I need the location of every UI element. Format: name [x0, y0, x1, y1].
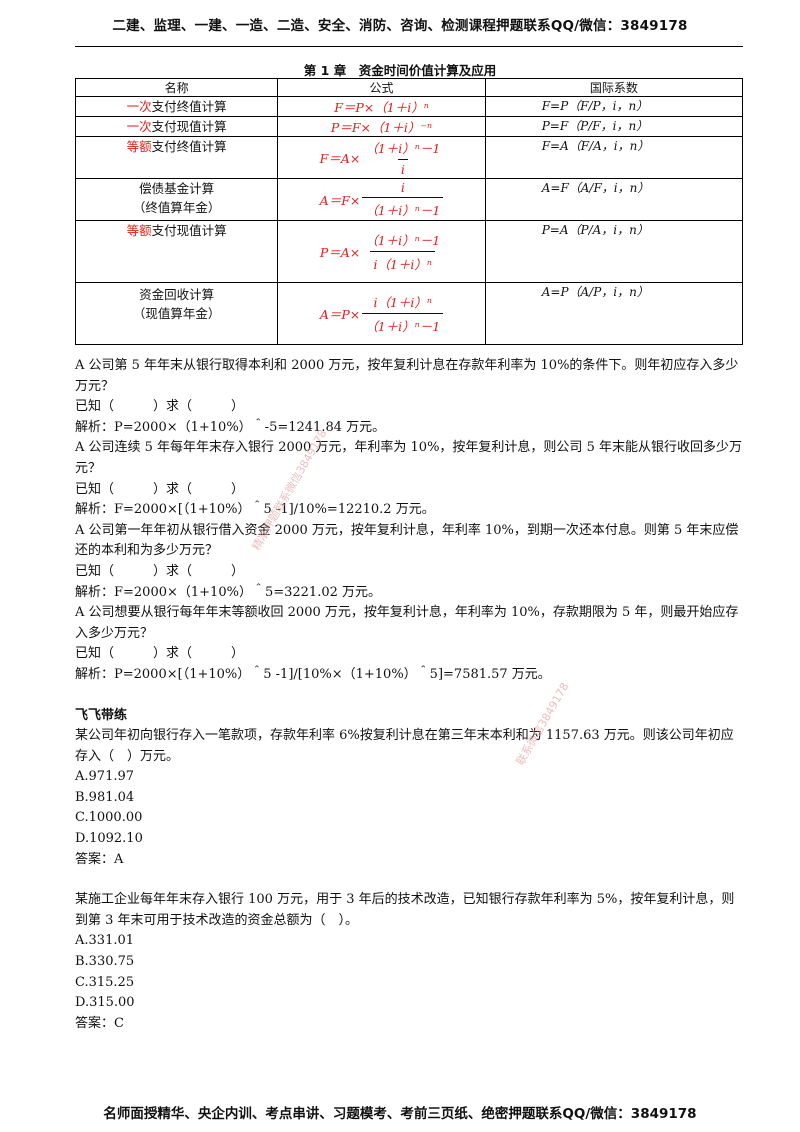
table-header-row: 名称 公式 国际系数 [74, 78, 744, 97]
formula-denominator: i（1＋i）ⁿ [370, 251, 435, 273]
table-row: 一次支付现值计算 P＝F×（1＋i）⁻ⁿ P=F（P/F，i，n） [74, 116, 744, 137]
row-intl: P=A（P/A，i，n） [484, 220, 744, 283]
answer: 答案：A [75, 851, 124, 867]
formula-numerator: i [400, 180, 405, 195]
row-intl: A=P（A/P，i，n） [484, 282, 744, 345]
row-name: 偿债基金计算 （终值算年金） [74, 178, 279, 221]
formula-denominator: i [397, 159, 408, 177]
page-footer: 名师面授精华、央企内训、考点串讲、习题模考、考前三页纸、绝密押题联系QQ/微信：… [103, 1106, 697, 1122]
formula-lhs: F＝A× [319, 151, 361, 166]
option: B.330.75 [75, 954, 135, 970]
problem-question: A 公司第 5 年年末从银行取得本利和 2000 万元，按年复利计息在存款年利率… [75, 358, 739, 394]
name-subtext: （终值算年金） [132, 200, 221, 215]
col-header-formula: 公式 [277, 78, 486, 97]
problem-question: A 公司连续 5 年每年年末存入银行 2000 万元，年利率为 10%，按年复利… [75, 440, 742, 476]
table-row: 资金回收计算 （现值算年金） A＝P× i（1＋i）ⁿ （1＋i）ⁿ－1 A=P（A… [74, 282, 744, 345]
problem: A 公司第一年年初从银行借入资金 2000 万元，按年复利计息，年利率 10%，… [75, 521, 745, 603]
problem-known: 已知（ ）求（ ） [75, 646, 245, 662]
problem-solution: 解析：P=2000×[（1+10%）＾5 -1]/[10%×（1+10%）＾5]… [75, 666, 551, 682]
fraction-formula: A＝P× i（1＋i）ⁿ （1＋i）ⁿ－1 [319, 292, 444, 335]
content-body: A 公司第 5 年年末从银行取得本利和 2000 万元，按年复利计息在存款年利率… [75, 356, 745, 1034]
name-highlight: 一次 [126, 99, 152, 114]
row-intl: A=F（A/F，i，n） [484, 178, 744, 221]
row-formula: P＝A× （1＋i）ⁿ－1 i（1＋i）ⁿ [277, 220, 486, 283]
name-highlight: 等额 [126, 139, 152, 154]
formula-lhs: A＝F× [319, 193, 361, 208]
name-highlight: 等额 [126, 223, 152, 238]
practice-question: 某施工企业每年年末存入银行 100 万元，用于 3 年后的技术改造，已知银行存款… [75, 892, 735, 928]
option: A.971.97 [75, 769, 135, 785]
option: C.1000.00 [75, 810, 143, 826]
option: A.331.01 [75, 933, 135, 949]
row-formula: A＝P× i（1＋i）ⁿ （1＋i）ⁿ－1 [277, 282, 486, 345]
practice-item: 某公司年初向银行存入一笔款项，存款年利率 6%按复利计息在第三年末本利和为 11… [75, 726, 745, 870]
row-intl: P=F（P/F，i，n） [484, 116, 744, 137]
problem-question: A 公司第一年年初从银行借入资金 2000 万元，按年复利计息，年利率 10%，… [75, 522, 739, 559]
problem-known: 已知（ ）求（ ） [75, 399, 245, 415]
formula-denominator: （1＋i）ⁿ－1 [362, 313, 444, 335]
problem-known: 已知（ ）求（ ） [75, 563, 245, 579]
problem: A 公司想要从银行每年年末等额收回 2000 万元，按年复利计息，年利率为 10… [75, 603, 745, 685]
page-header: 二建、监理、一建、一造、二造、安全、消防、咨询、检测课程押题联系QQ/微信：38… [112, 18, 688, 34]
name-subtext: （现值算年金） [132, 306, 221, 321]
option: B.981.04 [75, 789, 135, 805]
problem-solution: 解析：F=2000×（1+10%）＾5=3221.02 万元。 [75, 584, 382, 600]
formula-lhs: P＝A× [319, 245, 361, 260]
option: C.315.25 [75, 974, 135, 990]
name-text: 支付现值计算 [151, 223, 227, 238]
practice-item: 某施工企业每年年末存入银行 100 万元，用于 3 年后的技术改造，已知银行存款… [75, 890, 745, 1034]
fraction-formula: P＝A× （1＋i）ⁿ－1 i（1＋i）ⁿ [320, 230, 443, 273]
row-name: 一次支付现值计算 [74, 116, 279, 137]
table-row: 一次支付终值计算 F＝P×（1＋i）ⁿ F=P（F/P，i，n） [74, 96, 744, 117]
formula-table: 名称 公式 国际系数 一次支付终值计算 F＝P×（1＋i）ⁿ F=P（F/P，i… [74, 78, 744, 345]
row-formula: F＝P×（1＋i）ⁿ [277, 96, 486, 117]
row-intl: F=A（F/A，i，n） [484, 136, 744, 179]
spacer [75, 686, 745, 706]
fraction-formula: A＝F× i （1＋i）ⁿ－1 [320, 180, 444, 219]
name-text: 资金回收计算 [139, 287, 215, 302]
name-highlight: 一次 [126, 119, 152, 134]
row-name: 等额支付现值计算 [74, 220, 279, 283]
spacer [75, 870, 745, 890]
name-text: 偿债基金计算 [139, 181, 215, 196]
formula-lhs: A＝P× [319, 307, 361, 322]
problem: A 公司连续 5 年每年年末存入银行 2000 万元，年利率为 10%，按年复利… [75, 438, 745, 520]
problem-question: A 公司想要从银行每年年末等额收回 2000 万元，按年复利计息，年利率为 10… [75, 605, 739, 641]
problem-known: 已知（ ）求（ ） [75, 481, 245, 497]
row-intl: F=P（F/P，i，n） [484, 96, 744, 117]
row-formula: P＝F×（1＋i）⁻ⁿ [277, 116, 486, 137]
row-name: 等额支付终值计算 [74, 136, 279, 179]
fraction-formula: F＝A× （1＋i）ⁿ－1 i [320, 138, 444, 177]
practice-title: 飞飞带练 [75, 707, 128, 723]
col-header-intl: 国际系数 [484, 78, 744, 97]
formula-numerator: （1＋i）ⁿ－1 [365, 233, 441, 248]
formula-numerator: （1＋i）ⁿ－1 [365, 141, 441, 156]
formula-text: P＝F×（1＋i）⁻ⁿ [330, 120, 433, 135]
formula-denominator: （1＋i）ⁿ－1 [362, 197, 444, 219]
col-header-name: 名称 [74, 78, 279, 97]
table-row: 偿债基金计算 （终值算年金） A＝F× i （1＋i）ⁿ－1 A=F（A/F，i，n… [74, 178, 744, 221]
formula-numerator: i（1＋i）ⁿ [373, 295, 432, 310]
option: D.1092.10 [75, 831, 143, 847]
name-text: 支付终值计算 [151, 99, 227, 114]
row-name: 一次支付终值计算 [74, 96, 279, 117]
practice-question: 某公司年初向银行存入一笔款项，存款年利率 6%按复利计息在第三年末本利和为 11… [75, 728, 734, 764]
table-row: 等额支付终值计算 F＝A× （1＋i）ⁿ－1 i F=A（F/A，i，n） [74, 136, 744, 179]
name-text: 支付现值计算 [151, 119, 227, 134]
answer: 答案：C [75, 1015, 124, 1031]
table-row: 等额支付现值计算 P＝A× （1＋i）ⁿ－1 i（1＋i）ⁿ P=A（P/A，i，… [74, 220, 744, 283]
row-formula: A＝F× i （1＋i）ⁿ－1 [277, 178, 486, 221]
chapter-title: 第 1 章 资金时间价值计算及应用 [303, 63, 497, 78]
problem-solution: 解析：P=2000×（1+10%）＾-5=1241.84 万元。 [75, 419, 386, 435]
header-divider [75, 46, 743, 47]
problem: A 公司第 5 年年末从银行取得本利和 2000 万元，按年复利计息在存款年利率… [75, 356, 745, 438]
row-formula: F＝A× （1＋i）ⁿ－1 i [277, 136, 486, 179]
problem-solution: 解析：F=2000×[（1+10%）＾5 -1]/10%=12210.2 万元。 [75, 502, 435, 518]
option: D.315.00 [75, 995, 135, 1011]
row-name: 资金回收计算 （现值算年金） [74, 282, 279, 345]
name-text: 支付终值计算 [151, 139, 227, 154]
formula-text: F＝P×（1＋i）ⁿ [334, 100, 429, 115]
